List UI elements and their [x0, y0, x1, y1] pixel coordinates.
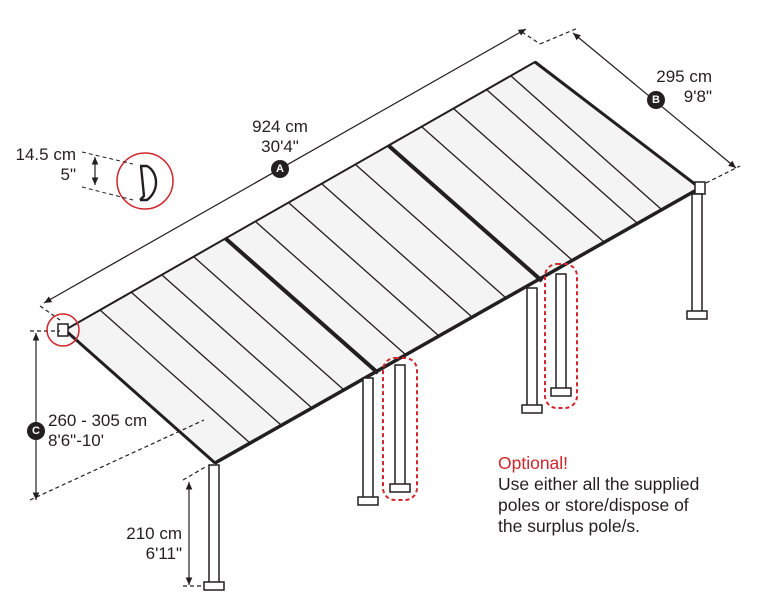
gutter-detail: [81, 151, 174, 210]
dimension-c-metric: 260 - 305 cm: [48, 411, 148, 430]
optional-pole-highlights: [382, 263, 578, 501]
badge-b: B: [647, 91, 665, 109]
optional-note-title: Optional!: [498, 453, 569, 473]
dimension-b-imperial: 9'8": [683, 87, 712, 106]
dimension-b-metric: 295 cm: [656, 67, 712, 86]
optional-note-line: Use either all the supplied: [498, 474, 700, 494]
dimension-height-back-imperial: 6'11": [145, 544, 182, 563]
optional-note-line: poles or store/dispose of: [498, 495, 689, 515]
dimension-c-imperial: 8'6"-10': [48, 431, 105, 450]
dimension-height-back: [182, 465, 208, 587]
posts: [203, 193, 708, 591]
optional-note-line: the surplus pole/s.: [498, 516, 641, 536]
roof: [57, 60, 706, 465]
dimension-a-metric: 924 cm: [252, 117, 308, 136]
dimension-height-back-metric: 210 cm: [126, 524, 182, 543]
dimension-a-imperial: 30'4": [261, 137, 299, 156]
gutter-imperial: 5": [60, 165, 77, 184]
gutter-metric: 14.5 cm: [15, 145, 76, 164]
dimension-c: [29, 330, 205, 501]
gutter-highlight: [46, 313, 80, 347]
optional-note: Optional! Use either all the supplied po…: [498, 453, 699, 537]
badge-a: A: [271, 160, 289, 178]
badge-c: C: [27, 422, 45, 440]
